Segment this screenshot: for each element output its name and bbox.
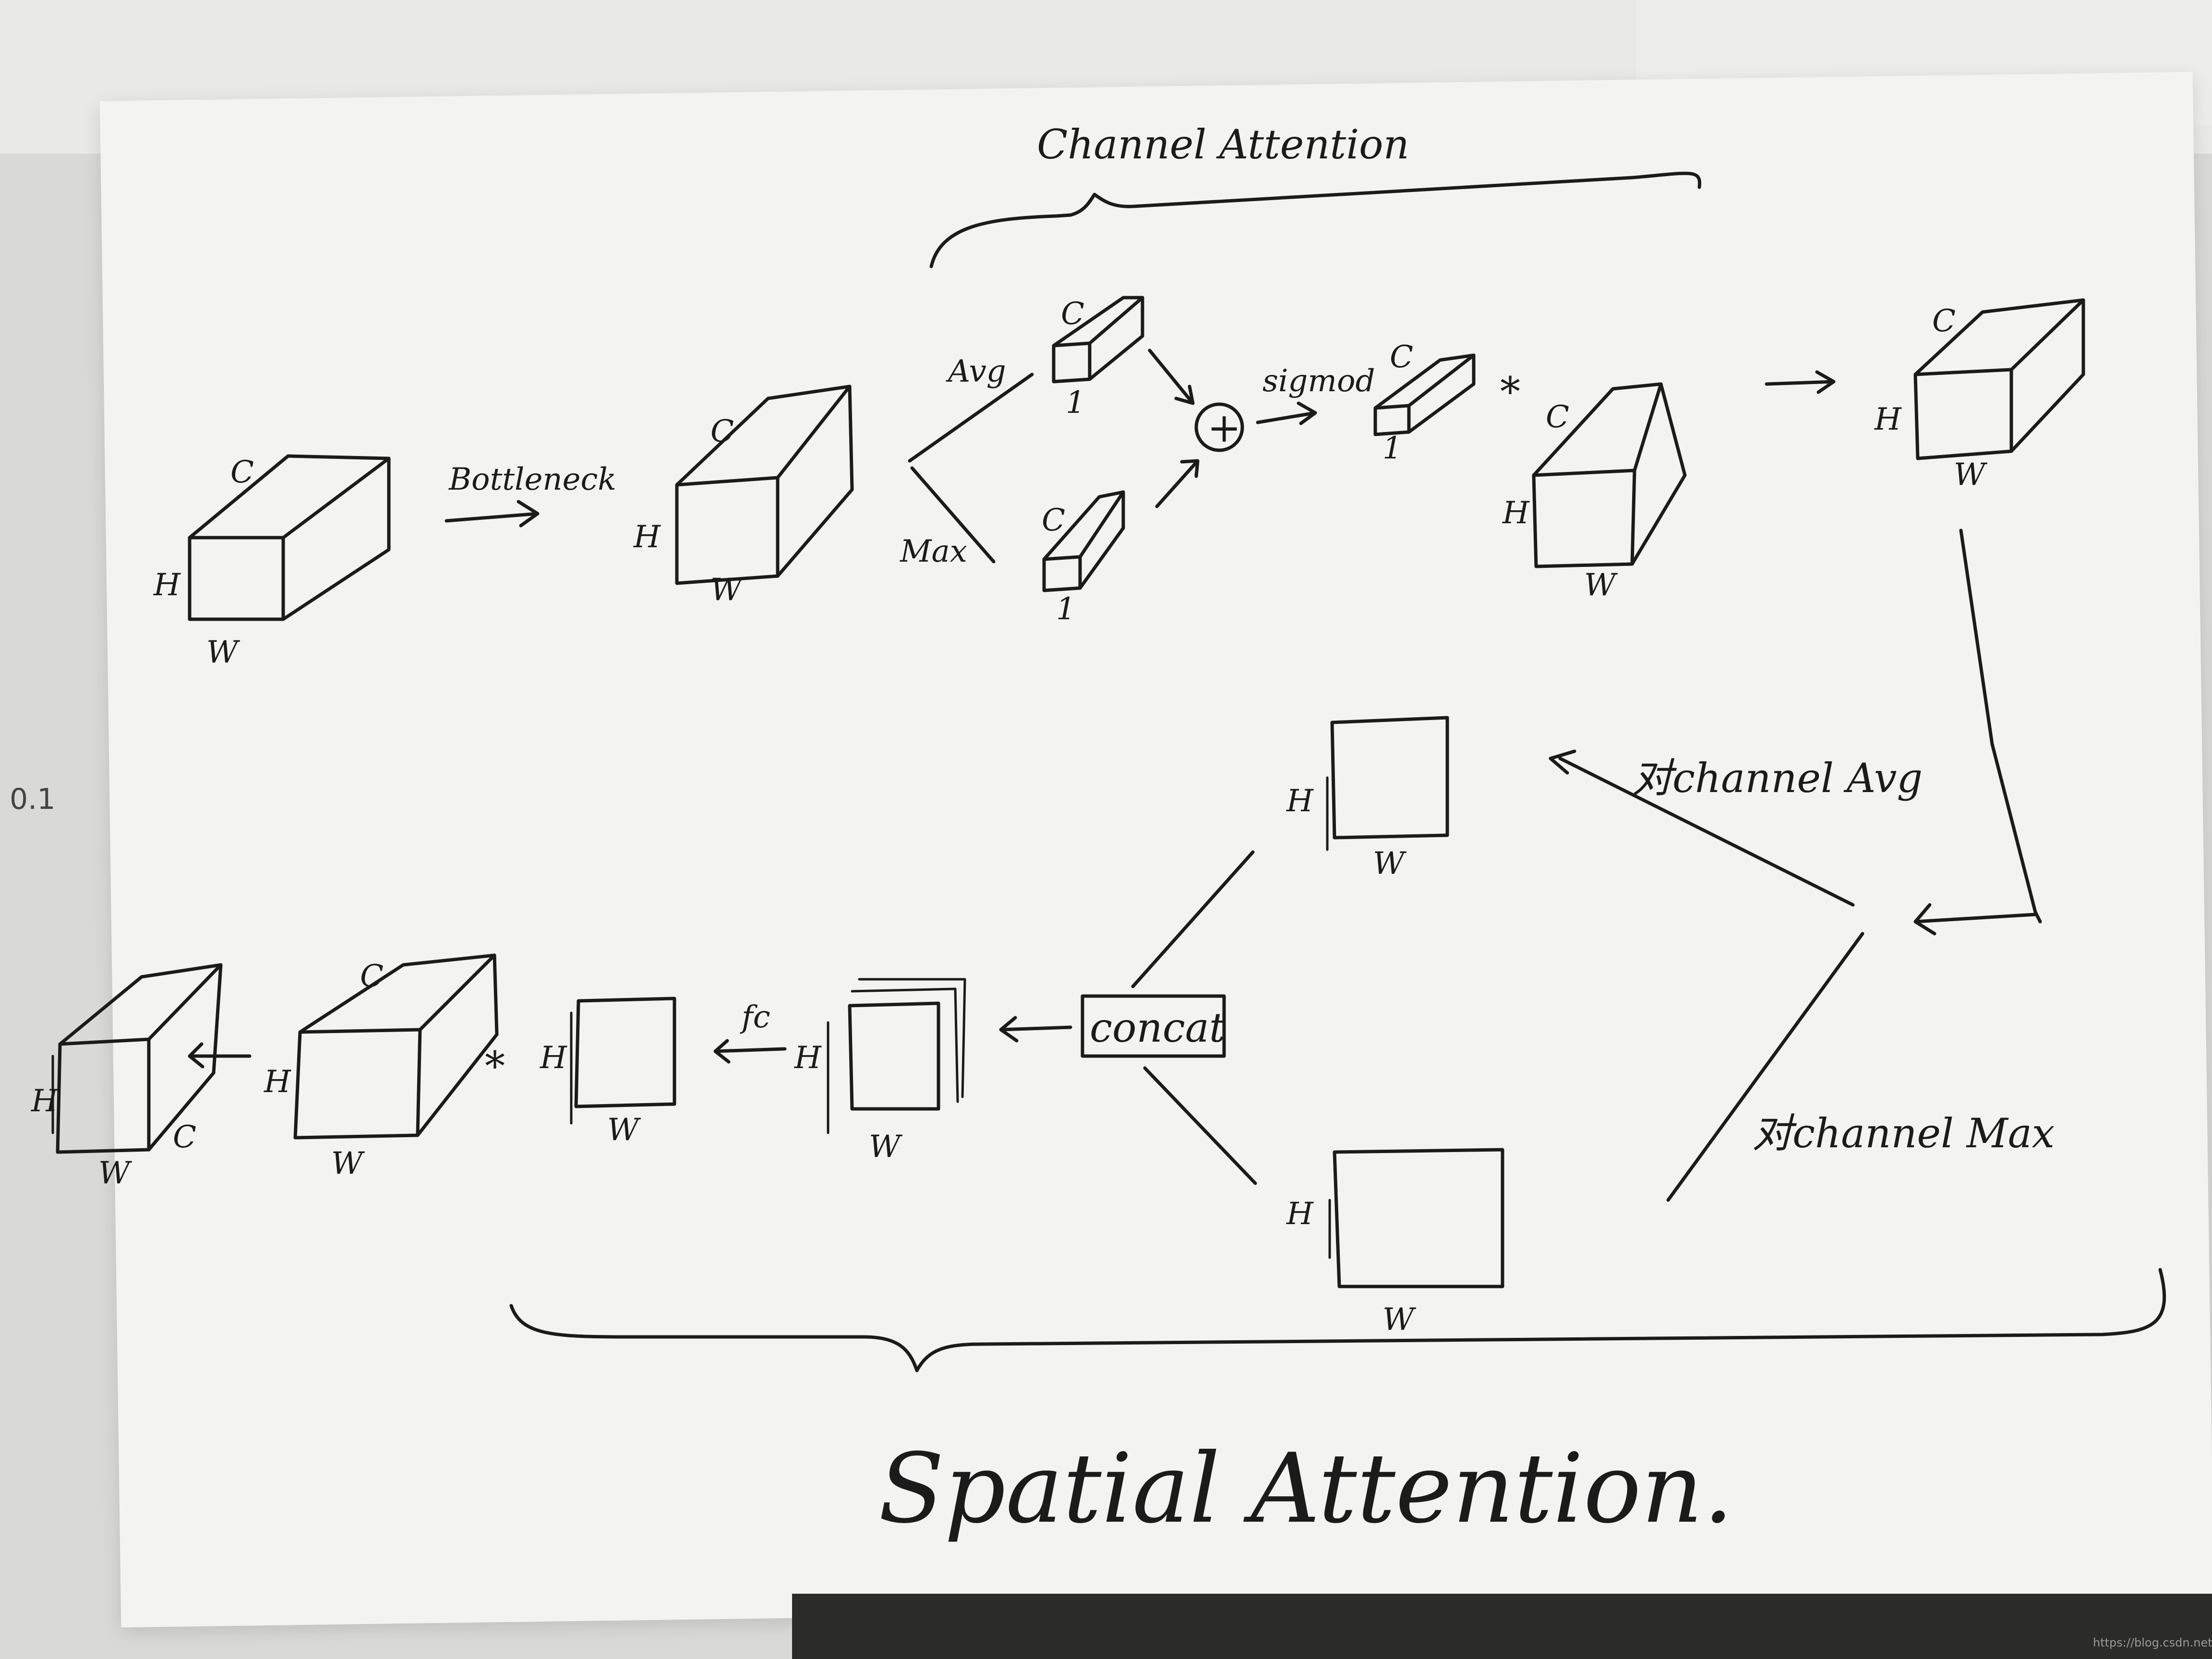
dim-w-label: W xyxy=(206,635,240,670)
channel-refined-cuboid: C H W xyxy=(1874,300,2083,493)
dim-h-label: H xyxy=(1874,402,1902,437)
dim-h-label: H xyxy=(1286,783,1314,819)
avg-spatial-map: H W xyxy=(1286,718,1447,881)
fc-label: fc xyxy=(740,999,770,1035)
concat-label: concat xyxy=(1090,1004,1226,1051)
bottleneck-output-cuboid: C H W xyxy=(633,386,852,608)
dim-w-label: W xyxy=(1373,846,1407,881)
dim-one-label: 1 xyxy=(1066,385,1085,421)
dim-h-label: H xyxy=(540,1040,567,1076)
dim-w-label: W xyxy=(98,1155,132,1191)
dim-w-label: W xyxy=(1584,567,1618,603)
dim-w-label: W xyxy=(1382,1302,1417,1337)
avg-to-concat-line xyxy=(1133,852,1253,986)
stacked-spatial-maps: H W xyxy=(794,979,965,1165)
sigmoid-label: sigmod xyxy=(1262,363,1375,399)
dim-c-label: C xyxy=(230,455,254,490)
spatial-input-cuboid: C H W xyxy=(264,955,497,1181)
output-cuboid: H W C xyxy=(31,965,221,1191)
refined-down-line xyxy=(1961,530,2040,922)
max-to-concat-line xyxy=(1145,1068,1255,1183)
dim-c-label: C xyxy=(360,959,384,994)
dim-h-label: H xyxy=(31,1083,59,1119)
concat-to-stacked-arrow xyxy=(1001,1018,1070,1041)
to-refined-arrow xyxy=(1767,372,1834,392)
spatial-attention-title: Spatial Attention. xyxy=(878,1433,1733,1545)
channel-attention-brace xyxy=(931,173,1700,266)
bottleneck-label: Bottleneck xyxy=(448,462,616,497)
dim-h-label: H xyxy=(633,519,661,555)
dim-h-label: H xyxy=(1286,1196,1314,1232)
multiply-symbol: * xyxy=(1500,368,1520,415)
spatial-attention-map: H W xyxy=(540,998,674,1148)
feature-map-cuboid: C H W xyxy=(1502,384,1685,603)
channel-avg-label: 对channel Avg xyxy=(1632,755,1923,802)
to-output-arrow xyxy=(190,1044,250,1067)
dim-c-label: C xyxy=(1546,399,1569,435)
dim-c-label: C xyxy=(1390,339,1413,375)
dim-h-label: H xyxy=(264,1064,291,1100)
input-feature-cuboid: C H W xyxy=(153,455,389,670)
dim-c-label: C xyxy=(1932,303,1956,339)
avg-pooled-vector: C 1 xyxy=(1054,296,1142,421)
margin-note: 0.1 xyxy=(10,782,55,816)
channel-max-label: 对channel Max xyxy=(1752,1110,2055,1157)
dim-w-label: W xyxy=(331,1146,365,1181)
avg-label: Avg xyxy=(946,354,1006,389)
bottleneck-arrow xyxy=(446,502,538,526)
plus-symbol: + xyxy=(1207,404,1241,451)
refined-to-split-arrow xyxy=(1915,905,2035,934)
dim-h-label: H xyxy=(153,567,181,603)
dim-c-label: C xyxy=(173,1119,196,1155)
dim-w-label: W xyxy=(710,572,745,608)
channel-weight-vector: C 1 xyxy=(1375,339,1474,466)
dim-one-label: 1 xyxy=(1382,431,1402,466)
dim-h-label: H xyxy=(794,1040,822,1076)
dim-w-label: W xyxy=(607,1112,641,1148)
watermark: https://blog.csdn.net/weixin_... xyxy=(2093,1636,2212,1649)
fc-arrow xyxy=(715,1041,785,1062)
max-label: Max xyxy=(900,534,967,569)
sigmoid-arrow xyxy=(1258,403,1315,423)
dim-w-label: W xyxy=(1954,457,1988,493)
dim-c-label: C xyxy=(1042,503,1065,538)
avg-to-sum-arrow xyxy=(1150,350,1193,403)
dim-c-label: C xyxy=(710,414,734,449)
multiply-symbol: * xyxy=(485,1043,505,1090)
split-to-max-line xyxy=(1668,934,1863,1200)
dim-w-label: W xyxy=(869,1129,903,1165)
channel-attention-title: Channel Attention xyxy=(1037,121,1409,168)
dim-h-label: H xyxy=(1502,495,1530,531)
max-to-sum-arrow xyxy=(1157,461,1198,506)
max-spatial-map: H W xyxy=(1286,1150,1503,1337)
dim-c-label: C xyxy=(1061,296,1084,332)
max-pooled-vector: C 1 xyxy=(1042,492,1123,627)
dim-one-label: 1 xyxy=(1056,591,1076,627)
